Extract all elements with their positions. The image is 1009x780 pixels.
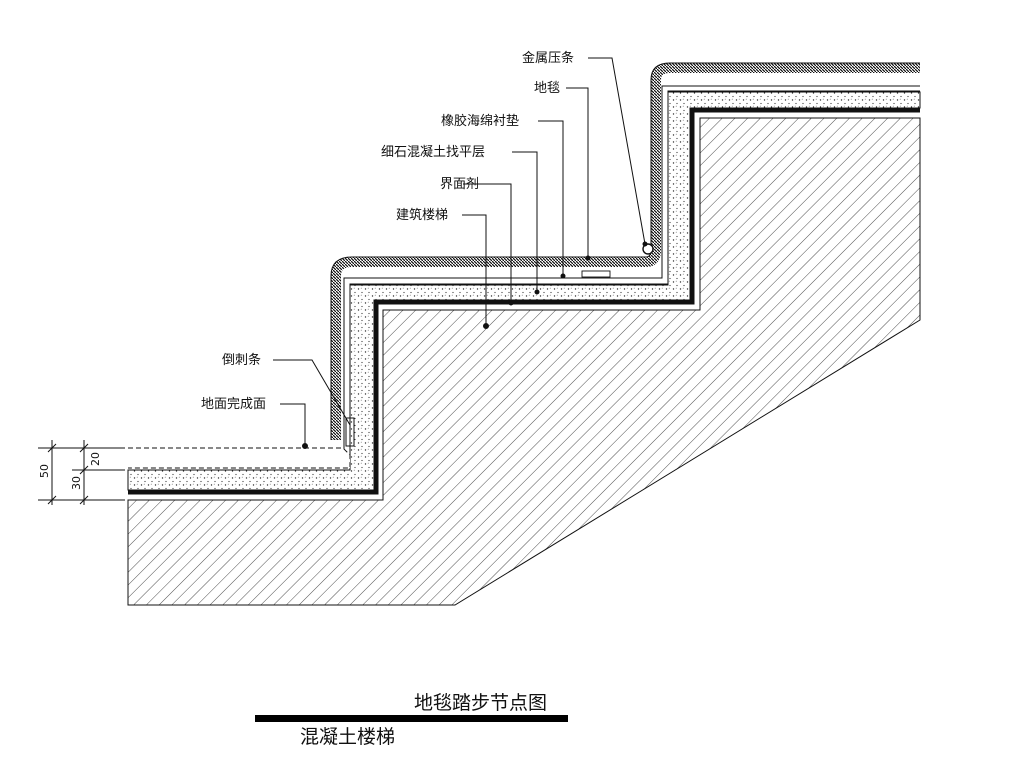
label-metal-strip: 金属压条 <box>522 50 574 66</box>
title-underline <box>255 715 568 722</box>
drawing-subtitle: 混凝土楼梯 <box>300 726 396 748</box>
tack-strip-mark <box>345 417 355 447</box>
label-carpet: 地毯 <box>534 81 560 96</box>
label-tack-strip: 倒刺条 <box>222 352 261 368</box>
carpet-layer <box>331 63 920 440</box>
label-rubber-pad: 橡胶海绵衬垫 <box>441 113 519 129</box>
drawing-title: 地毯踏步节点图 <box>414 692 548 714</box>
metal-strip-mark <box>642 243 654 255</box>
rubber-pad-layer <box>349 90 920 460</box>
dimension-lines <box>38 440 125 505</box>
label-interface-agent: 界面剂 <box>440 177 479 192</box>
concrete-stair-body <box>127 117 921 606</box>
interface-agent-layer <box>128 107 920 495</box>
label-screed: 细石混凝土找平层 <box>381 144 485 160</box>
dim-50: 50 <box>38 464 51 478</box>
label-stair: 建筑楼梯 <box>396 207 448 223</box>
leader-lines <box>273 57 648 449</box>
label-finished-floor: 地面完成面 <box>201 397 266 412</box>
dim-30: 30 <box>70 476 83 490</box>
screed-layer <box>127 91 921 491</box>
dim-20: 20 <box>89 452 102 466</box>
finished-floor <box>128 447 351 469</box>
